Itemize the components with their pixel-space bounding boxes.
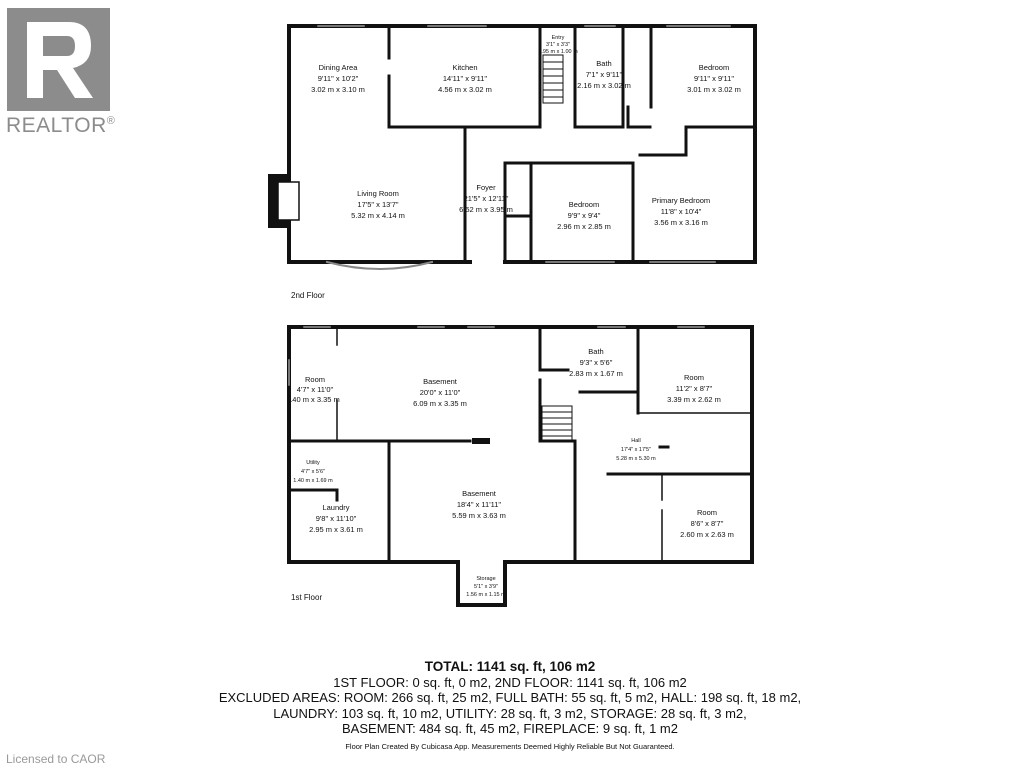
room-label: Laundry [322,503,349,512]
room-label: Primary Bedroom [652,196,710,205]
first-floor-labels: Room 4'7" x 11'0" .40 m x 3.35 m Basemen… [290,347,734,602]
room-label: Bath [588,347,603,356]
room-label: Kitchen [452,63,477,72]
room-label: Bedroom [699,63,729,72]
room-label: Room [684,373,704,382]
first-floor-plan [287,325,754,607]
room-label: 3.39 m x 2.62 m [667,395,721,404]
room-label: 2.16 m x 3.02 m [577,81,631,90]
room-label: 9'3" x 5'6" [580,358,613,367]
room-label: 6.09 m x 3.35 m [413,399,467,408]
license-text: Licensed to CAOR [6,752,106,766]
room-label: 3.56 m x 3.16 m [654,218,708,227]
room-label: Bedroom [569,200,599,209]
room-label: 2.83 m x 1.67 m [569,369,623,378]
room-label: 2.96 m x 2.85 m [557,222,611,231]
disclaimer: Floor Plan Created By Cubicasa App. Meas… [345,742,675,751]
room-label: 0.95 m x 1.00 m [538,49,578,55]
room-label: 3.02 m x 3.10 m [311,85,365,94]
totals-line: BASEMENT: 484 sq. ft, 45 m2, FIREPLACE: … [342,721,678,736]
room-label: Basement [462,489,497,498]
room-label: .40 m x 3.35 m [290,395,340,404]
room-label: 7'1" x 9'11" [586,70,623,79]
first-floor-label: 1st Floor [291,593,322,602]
room-label: 4.56 m x 3.02 m [438,85,492,94]
room-label: 4'7" x 5'6" [301,469,325,475]
room-label: 3.01 m x 3.02 m [687,85,741,94]
room-label: Hall [631,438,640,444]
realtor-logo [7,8,110,111]
room-label: Utility [306,460,320,466]
room-label: Foyer [476,183,496,192]
total-area: TOTAL: 1141 sq. ft, 106 m2 [424,659,596,674]
room-label: 11'2" x 8'7" [676,384,713,393]
room-label: 2.60 m x 2.63 m [680,530,734,539]
room-label: Living Room [357,189,399,198]
room-label: 5.59 m x 3.63 m [452,511,506,520]
room-label: 5.28 m x 5.30 m [616,456,656,462]
totals-line: LAUNDRY: 103 sq. ft, 10 m2, UTILITY: 28 … [273,705,747,721]
room-label: Room [305,375,325,384]
room-label: 20'0" x 11'0" [420,388,461,397]
second-floor-plan [268,24,757,270]
room-label: Room [697,508,717,517]
room-label: Bath [596,59,611,68]
area-totals: TOTAL: 1141 sq. ft, 106 m2 1ST FLOOR: 0 … [180,659,840,737]
second-floor-labels: Dining Area 9'11" x 10'2" 3.02 m x 3.10 … [291,35,741,300]
room-label: Basement [423,377,458,386]
room-label: 1.40 m x 1.69 m [293,478,333,484]
room-label: 11'8" x 10'4" [661,207,702,216]
room-label: 9'11" x 9'11" [694,74,734,83]
room-label: 9'9" x 9'4" [568,211,601,220]
second-floor-label: 2nd Floor [291,291,325,300]
room-label: 5'1" x 3'9" [474,584,498,590]
room-label: 9'8" x 11'10" [316,514,357,523]
realtor-wordmark: REALTOR® [6,114,116,137]
room-label: 17'4" x 17'5" [621,447,651,453]
room-label: 5.32 m x 4.14 m [351,211,405,220]
room-label: 3'1" x 3'3" [546,42,570,48]
room-label: 1.56 m x 1.15 m [466,592,506,598]
room-label: 6.52 m x 3.95 m [459,205,513,214]
room-label: 9'11" x 10'2" [318,74,359,83]
room-label: 18'4" x 11'11" [457,500,502,509]
room-label: 14'11" x 9'11" [443,74,488,83]
totals-line: EXCLUDED AREAS: ROOM: 266 sq. ft, 25 m2,… [218,690,802,705]
room-label: 2.95 m x 3.61 m [309,525,363,534]
room-label: 4'7" x 11'0" [297,385,334,394]
room-label: 17'5" x 13'7" [357,200,398,209]
room-label: Storage [476,576,495,582]
room-label: 8'6" x 8'7" [691,519,724,528]
room-label: Entry [552,35,565,41]
room-name: Dining Area [319,63,359,72]
room-label: Dining Area [319,63,359,72]
room-label: 21'5" x 12'11" [464,194,509,203]
totals-line: 1ST FLOOR: 0 sq. ft, 0 m2, 2ND FLOOR: 11… [333,674,687,690]
